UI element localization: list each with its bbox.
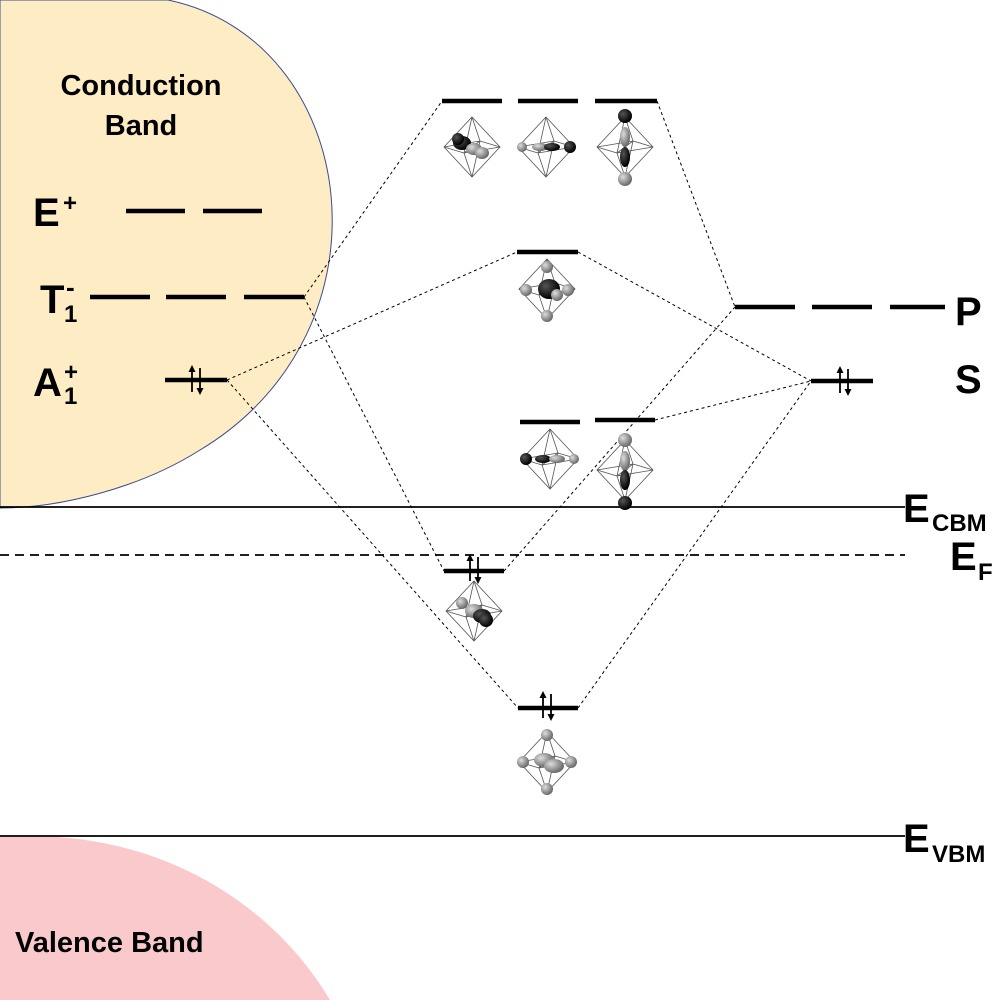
octahedral-orbital-icon xyxy=(445,580,503,642)
svg-text:E: E xyxy=(903,817,930,861)
svg-text:CBM: CBM xyxy=(932,510,987,537)
svg-text:1: 1 xyxy=(64,301,77,328)
svg-text:1: 1 xyxy=(64,383,77,410)
spin-pair-arrows-icon xyxy=(466,554,482,584)
svg-text:+: + xyxy=(63,190,77,217)
octahedral-orbital-icon xyxy=(520,428,579,490)
valence-band-label: Valence Band xyxy=(15,927,204,959)
conduction-band-region xyxy=(0,0,333,509)
s-state-label: S xyxy=(955,358,982,402)
svg-text:F: F xyxy=(978,559,993,586)
svg-text:VBM: VBM xyxy=(932,841,985,868)
svg-text:E: E xyxy=(33,191,60,235)
cbm-label: E CBM xyxy=(903,487,987,537)
octahedral-orbital-icon xyxy=(517,116,576,178)
p-state-label: P xyxy=(955,290,982,334)
octahedral-orbital-icon xyxy=(443,116,501,178)
octahedral-orbital-icon xyxy=(518,258,576,322)
vbm-label: E VBM xyxy=(903,817,985,868)
svg-text:E: E xyxy=(903,487,930,531)
conduction-band-label-line1: Conduction xyxy=(60,70,221,102)
spin-pair-arrows-icon xyxy=(836,366,852,396)
antibonding-e-levels xyxy=(520,417,655,425)
svg-text:A: A xyxy=(33,361,62,405)
svg-text:+: + xyxy=(64,359,78,386)
e-plus-state-label: E + xyxy=(33,190,77,235)
valence-band-region xyxy=(0,836,330,1000)
svg-text:E: E xyxy=(950,535,977,579)
t1-minus-state-label: T - 1 xyxy=(40,272,77,328)
conduction-band-label-line2: Band xyxy=(105,110,178,142)
octahedral-orbital-icon xyxy=(517,729,577,795)
octahedral-orbital-icon xyxy=(596,109,654,186)
spin-pair-arrows-icon xyxy=(539,691,555,721)
octahedral-orbital-icon xyxy=(596,433,654,510)
a1-plus-state-label: A + 1 xyxy=(33,359,78,410)
fermi-label: E F xyxy=(950,535,993,586)
svg-text:-: - xyxy=(66,272,75,302)
svg-text:T: T xyxy=(40,278,64,322)
spin-pair-arrows-icon xyxy=(188,365,204,395)
